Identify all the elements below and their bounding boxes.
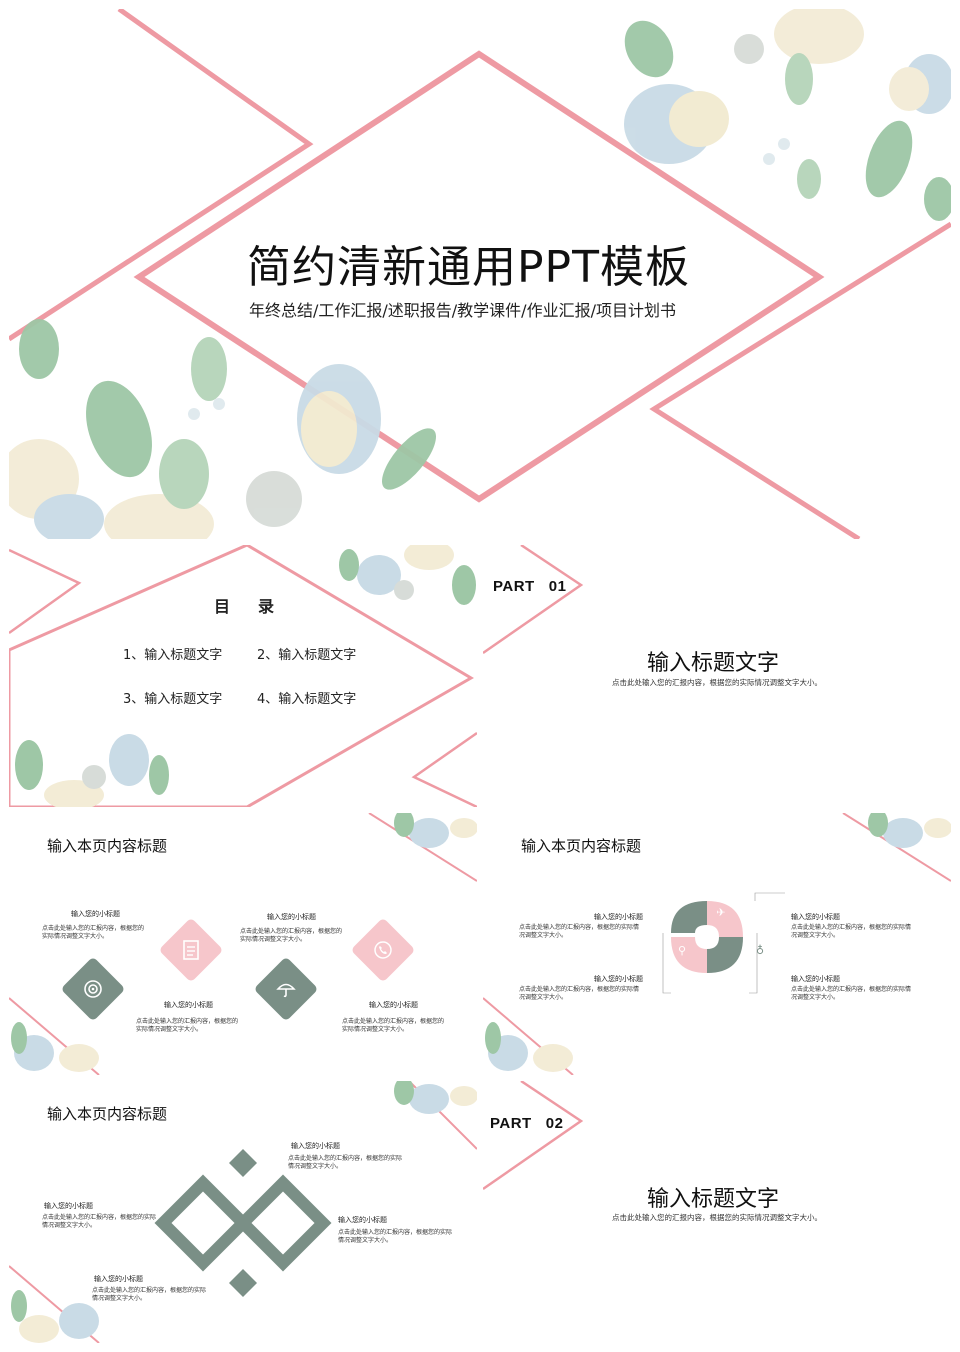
lightbulb-icon: ♁ (755, 943, 765, 957)
part2-decoration (483, 1081, 584, 1191)
toc-title: 目录 (214, 597, 303, 616)
slide4-block-1-text: 点击此处输入您的汇报内容，根据您的实际情况调整文字大小。 (42, 925, 145, 941)
flower-illustration-top-right (868, 813, 951, 848)
slide5-block-4-text: 点击此处输入您的汇报内容，根据您的实际情况调整文字大小。 (791, 986, 912, 1002)
slide5-block-3-text: 点击此处输入您的汇报内容，根据您的实际情况调整文字大小。 (791, 924, 912, 940)
slide4-block-2-text: 点击此处输入您的汇报内容，根据您的实际情况调整文字大小。 (240, 928, 343, 944)
part1-heading: 输入标题文字 (647, 651, 780, 676)
cover-slide: 简约清新通用PPT模板 年终总结/工作汇报/述职报告/教学课件/作业汇报/项目计… (9, 9, 951, 539)
interlocked-diamonds-diagram (154, 1149, 332, 1297)
toc-item-1[interactable]: 1、输入标题文字 (123, 648, 223, 663)
flower-illustration-bottom-left (485, 1022, 573, 1072)
part1-number: 01 (548, 578, 567, 595)
slide6-block-4-heading: 输入您的小标题 (94, 1275, 143, 1283)
slide6-block-3-text: 点击此处输入您的汇报内容，根据您的实际情况调整文字大小。 (338, 1229, 453, 1245)
flower-illustration-top-right (394, 813, 477, 848)
slide5-block-1-text: 点击此处输入您的汇报内容，根据您的实际情况调整文字大小。 (519, 924, 640, 940)
magnifier-icon: ⚲ (677, 943, 687, 957)
part1-slide: PART 01 输入标题文字 点击此处输入您的汇报内容，根据您的实际情况调整文字… (483, 545, 951, 807)
toc-decoration (9, 545, 477, 807)
content-slide-2: ✈ ⚲ ♁ ▤ 输入本页内容标题 输入您的小标题 点击此处输入您的汇报内容，根据… (483, 813, 951, 1075)
document-icon (168, 927, 214, 973)
part2-label: PART 02 (490, 1115, 564, 1132)
part1-desc: 点击此处输入您的汇报内容，根据您的实际情况调整文字大小。 (612, 678, 822, 687)
slide5-block-2-text: 点击此处输入您的汇报内容，根据您的实际情况调整文字大小。 (519, 986, 640, 1002)
slide6-block-3-heading: 输入您的小标题 (338, 1216, 387, 1224)
content-slide-3: 输入本页内容标题 输入您的小标题 点击此处输入您的汇报内容，根据您的实际情况调整… (9, 1081, 477, 1343)
slide5-block-1-heading: 输入您的小标题 (594, 913, 643, 921)
part1-decoration (483, 545, 584, 655)
part2-slide: PART 02 输入标题文字 点击此处输入您的汇报内容，根据您的实际情况调整文字… (483, 1081, 951, 1343)
flower-illustration-top-right (339, 545, 476, 605)
content-slide-1: 输入本页内容标题 输入您的小标题 点击此处输入您的汇报内容，根据您的实际情况调整… (9, 813, 477, 1075)
slide5-title: 输入本页内容标题 (521, 837, 642, 855)
slide6-block-2-text: 点击此处输入您的汇报内容，根据您的实际情况调整文字大小。 (42, 1214, 157, 1230)
flower-illustration-top-right (394, 1081, 477, 1114)
part2-number: 02 (545, 1115, 564, 1132)
slide6-block-4-text: 点击此处输入您的汇报内容，根据您的实际情况调整文字大小。 (92, 1287, 207, 1303)
slide6-block-1-text: 点击此处输入您的汇报内容，根据您的实际情况调整文字大小。 (288, 1155, 403, 1171)
part1-label: PART 01 (493, 578, 567, 595)
flower-illustration-bottom-left (9, 319, 436, 539)
slide4-block-3-heading: 输入您的小标题 (164, 1001, 213, 1009)
rocket-icon: ✈ (716, 905, 726, 919)
slide4-decoration (9, 813, 477, 1075)
toc-slide: 目录 1、输入标题文字 2、输入标题文字 3、输入标题文字 4、输入标题文字 (9, 545, 477, 807)
slide4-block-1-heading: 输入您的小标题 (71, 910, 120, 918)
toc-item-3[interactable]: 3、输入标题文字 (123, 692, 223, 707)
part2-heading: 输入标题文字 (647, 1187, 780, 1212)
phone-icon (360, 927, 406, 973)
slide4-title: 输入本页内容标题 (47, 837, 168, 855)
cover-title: 简约清新通用PPT模板 (247, 242, 690, 293)
slide6-decoration (9, 1081, 477, 1343)
flower-illustration-bottom-left (11, 1022, 99, 1072)
slide5-block-3-heading: 输入您的小标题 (791, 913, 840, 921)
slide4-block-2-heading: 输入您的小标题 (267, 913, 316, 921)
slide4-block-4-text: 点击此处输入您的汇报内容，根据您的实际情况调整文字大小。 (342, 1018, 445, 1034)
toc-item-2[interactable]: 2、输入标题文字 (257, 648, 357, 663)
umbrella-icon (263, 966, 309, 1012)
slide5-decoration (483, 813, 951, 1075)
slide5-block-2-heading: 输入您的小标题 (594, 975, 643, 983)
cover-decoration (9, 9, 951, 539)
report-icon: ▤ (715, 982, 725, 994)
slide6-title: 输入本页内容标题 (47, 1105, 168, 1123)
slide6-block-1-heading: 输入您的小标题 (291, 1142, 340, 1150)
flower-illustration-bottom-left (11, 1290, 99, 1343)
part2-desc: 点击此处输入您的汇报内容，根据您的实际情况调整文字大小。 (612, 1213, 822, 1222)
flower-illustration-bottom-left (15, 734, 169, 807)
slide4-block-3-text: 点击此处输入您的汇报内容，根据您的实际情况调整文字大小。 (136, 1018, 239, 1034)
target-icon (70, 966, 116, 1012)
cover-subtitle: 年终总结/工作汇报/述职报告/教学课件/作业汇报/项目计划书 (249, 301, 676, 320)
slide5-block-4-heading: 输入您的小标题 (791, 975, 840, 983)
slide4-block-4-heading: 输入您的小标题 (369, 1001, 418, 1009)
flower-illustration-top-right (624, 9, 951, 221)
cycle-diagram (671, 901, 743, 973)
toc-item-4[interactable]: 4、输入标题文字 (257, 692, 357, 707)
slide6-block-2-heading: 输入您的小标题 (44, 1202, 93, 1210)
